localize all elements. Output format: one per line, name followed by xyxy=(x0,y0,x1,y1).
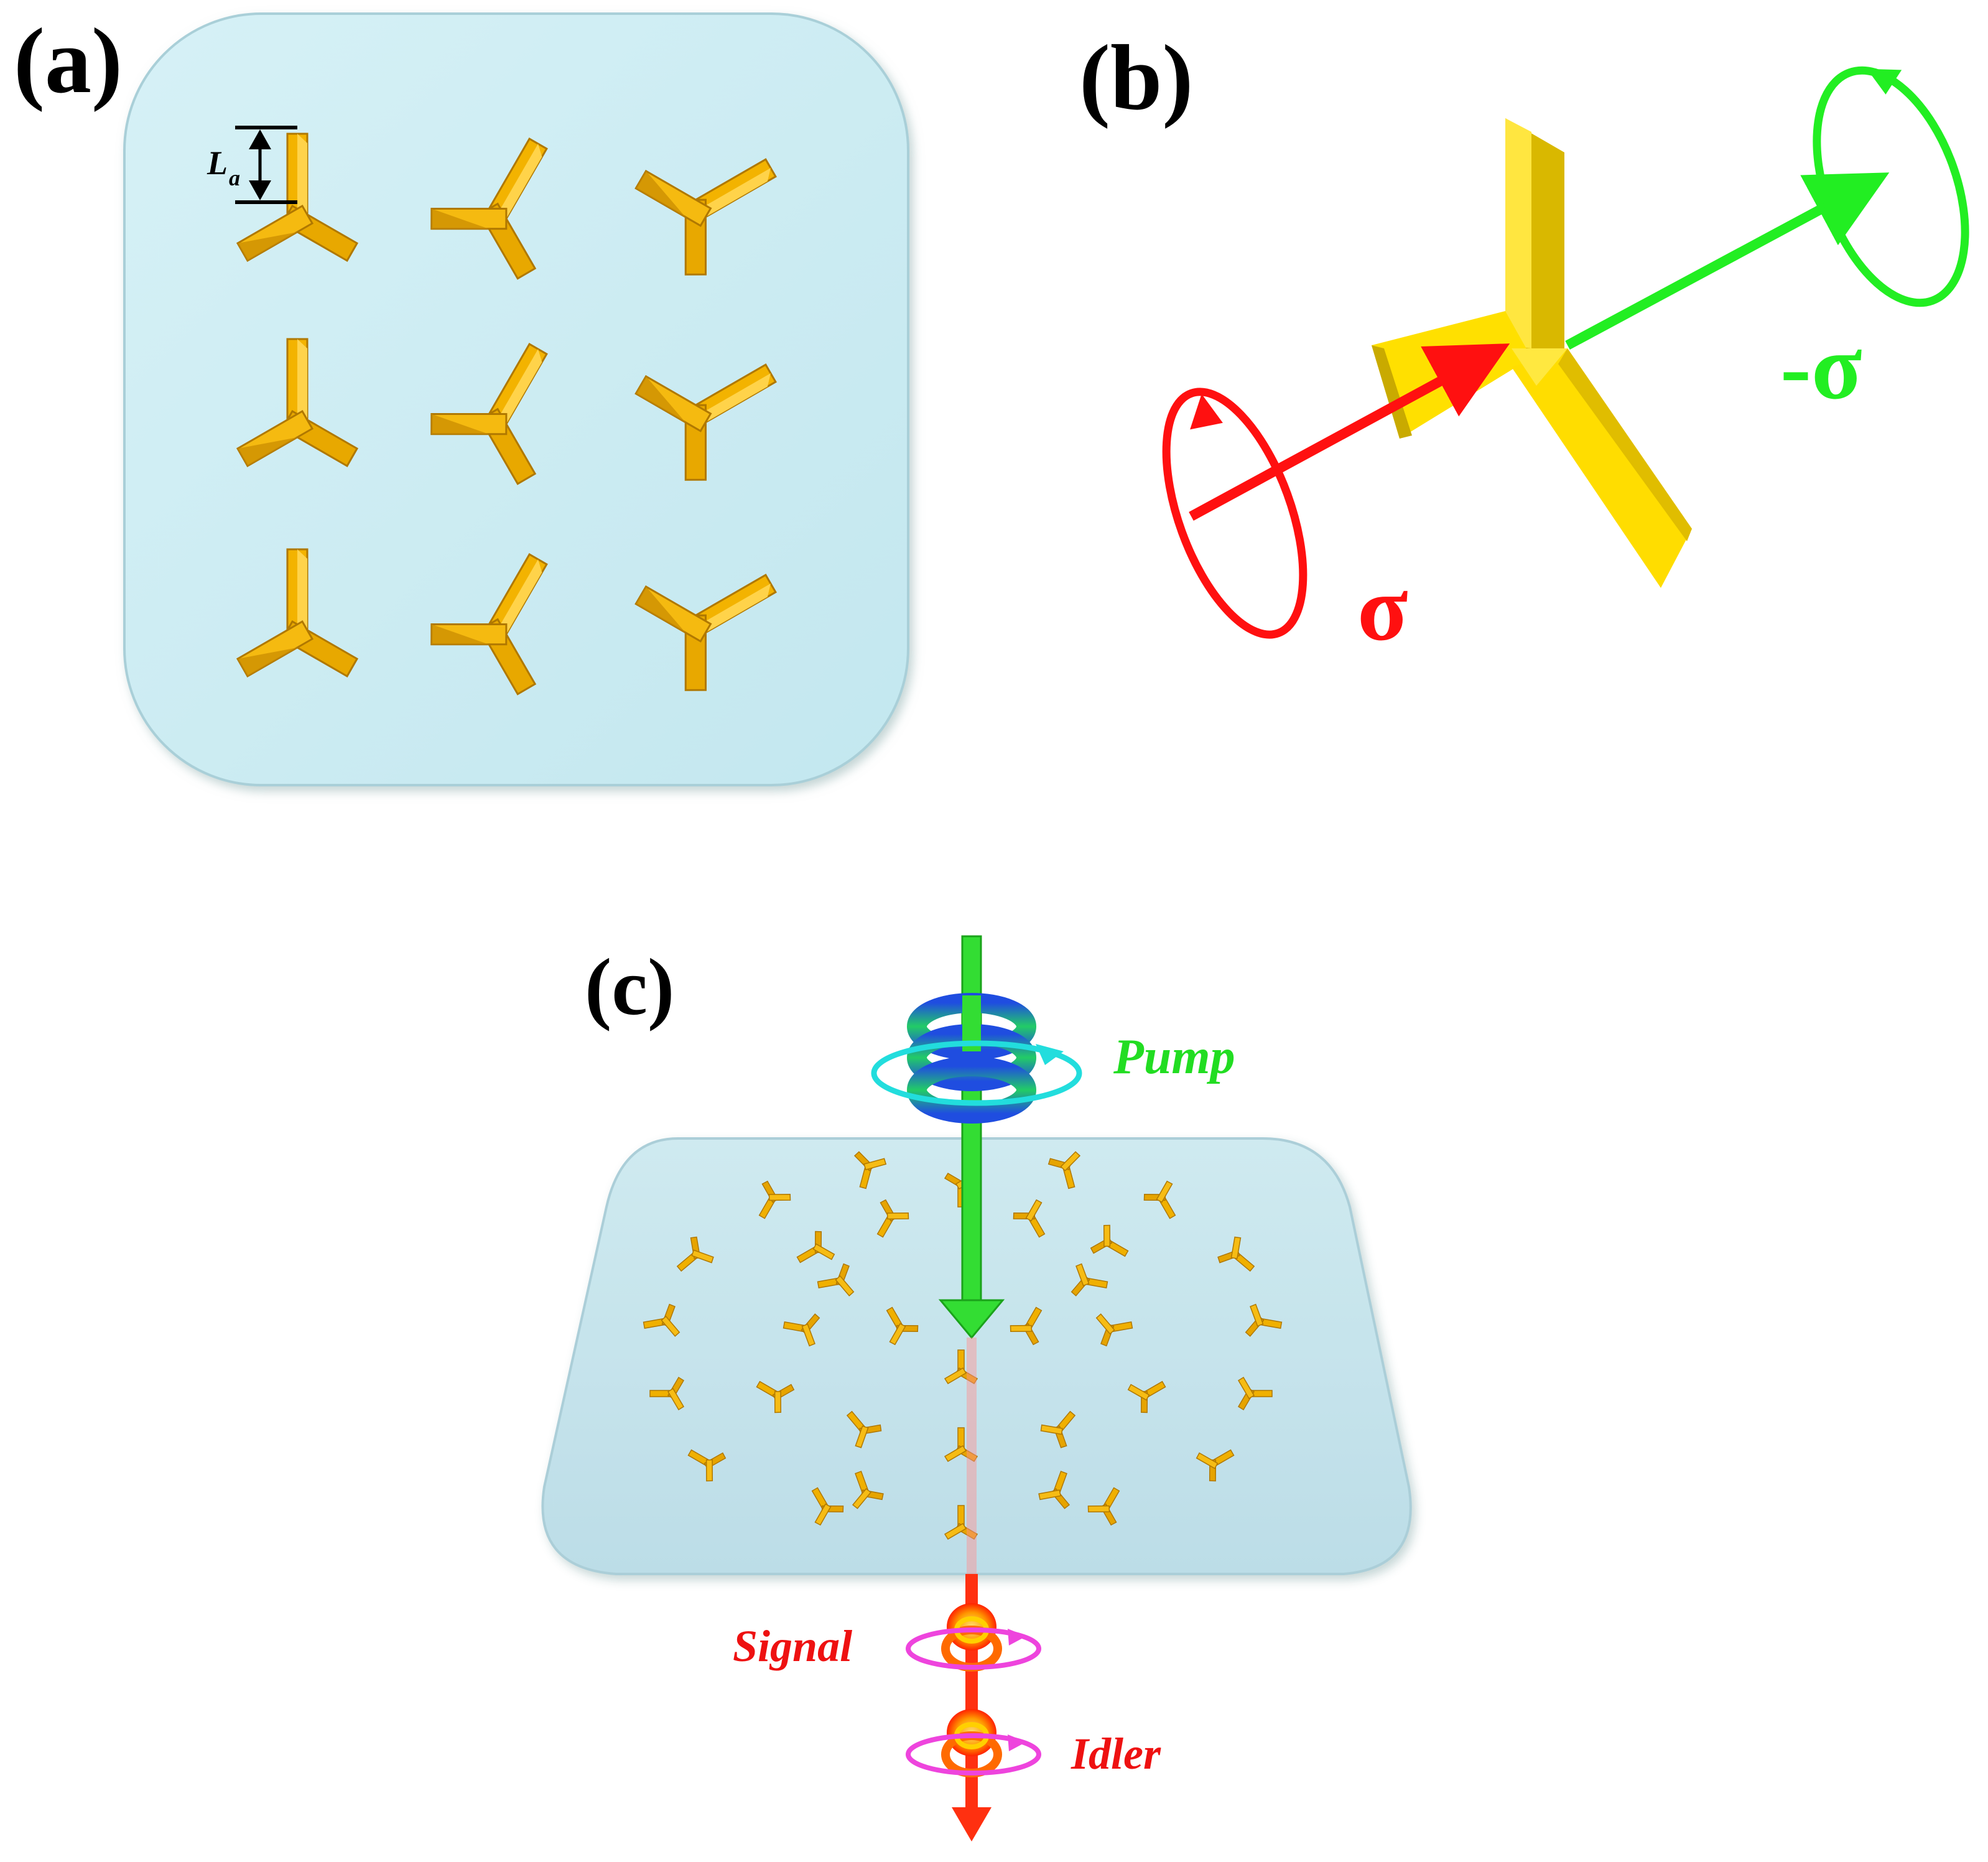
pump-vortex xyxy=(907,993,1036,1124)
output-arrow xyxy=(1565,172,1890,350)
substrate-c xyxy=(541,1137,1412,1575)
panel-b: (b) σ -σ xyxy=(1079,26,1969,660)
panel-a-label: (a) xyxy=(14,9,123,113)
dimension-label-subscript: a xyxy=(229,165,240,190)
pump-polarization-ring xyxy=(871,1040,1082,1106)
idler-polarization-ring xyxy=(906,1733,1041,1776)
panel-a: (a) L a xyxy=(14,9,909,786)
dimension-label-L: L xyxy=(207,144,228,182)
incident-arrow xyxy=(1189,343,1510,521)
signal-polarization-ring xyxy=(906,1627,1041,1670)
idler-label: Idler xyxy=(1071,1729,1161,1779)
incident-polarization-ring xyxy=(1162,388,1308,639)
large-trimer xyxy=(1372,118,1692,588)
incident-sigma-label: σ xyxy=(1357,557,1408,660)
output-polarization-ring xyxy=(1813,66,1969,307)
pump-label: Pump xyxy=(1113,1030,1235,1084)
arm-length-dimension: L a xyxy=(207,126,297,204)
signal-label: Signal xyxy=(733,1621,852,1671)
panel-c-label: (c) xyxy=(585,943,674,1032)
panel-c: (c) xyxy=(541,935,1412,1841)
output-sigma-label: -σ xyxy=(1780,315,1862,419)
panel-b-label: (b) xyxy=(1079,26,1193,129)
